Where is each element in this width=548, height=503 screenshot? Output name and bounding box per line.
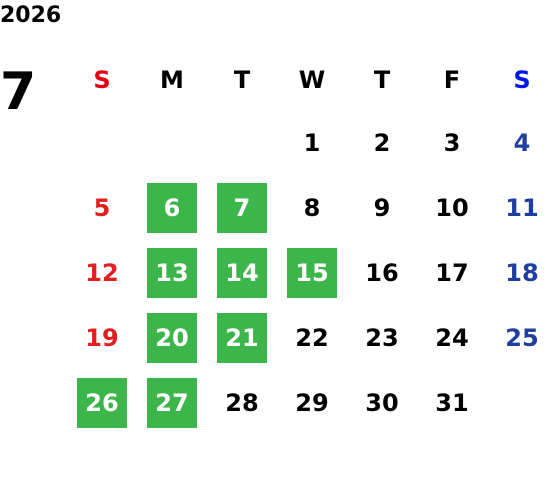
highlighted-day-number: 15 [287,247,337,298]
calendar-day-cell[interactable]: 27 [137,370,207,435]
day-number: 2 [373,128,391,157]
calendar-day-cell[interactable]: 6 [137,175,207,240]
highlighted-day-number: 13 [147,247,197,298]
highlighted-day-number: 6 [147,182,197,233]
weekday-header-wednesday: W [298,66,326,94]
day-number: 1 [303,128,321,157]
weekday-header-row: S M T W T F S [67,50,548,110]
day-number: 18 [505,258,539,287]
highlighted-day-number: 20 [147,312,197,363]
calendar-day-cell[interactable]: 21 [207,305,277,370]
weekday-header-friday: F [443,66,461,94]
day-number: 28 [225,388,259,417]
day-number: 29 [295,388,329,417]
calendar-day-cell[interactable]: 18 [487,240,548,305]
day-number: 11 [505,193,539,222]
calendar-day-cell[interactable]: 16 [347,240,417,305]
calendar-week-row: 26 27 28 29 30 31 [67,370,548,435]
calendar-day-cell[interactable]: 24 [417,305,487,370]
day-number: 5 [93,193,111,222]
day-number: 31 [435,388,469,417]
weekday-header-saturday: S [513,66,531,94]
calendar-day-cell[interactable]: 2 [347,110,417,175]
calendar-day-cell[interactable]: 26 [67,370,137,435]
day-number: 23 [365,323,399,352]
calendar-day-cell[interactable]: 13 [137,240,207,305]
calendar-day-cell[interactable]: 31 [417,370,487,435]
calendar-day-cell[interactable]: 17 [417,240,487,305]
calendar-empty-cell [137,110,207,175]
calendar-day-cell[interactable]: 11 [487,175,548,240]
day-number: 24 [435,323,469,352]
day-number: 8 [303,193,321,222]
calendar-day-cell[interactable]: 23 [347,305,417,370]
calendar-week-row: 12 13 14 15 16 17 18 [67,240,548,305]
calendar-day-cell[interactable]: 29 [277,370,347,435]
weekday-header-sunday: S [93,66,111,94]
calendar-week-row: 1 2 3 4 [67,110,548,175]
day-number: 4 [513,128,531,157]
calendar-week-row: 19 20 21 22 23 24 25 [67,305,548,370]
calendar-day-cell[interactable]: 10 [417,175,487,240]
day-number: 19 [85,323,119,352]
highlighted-day-number: 14 [217,247,267,298]
day-number [497,378,547,428]
calendar-day-cell[interactable]: 7 [207,175,277,240]
highlighted-day-number: 21 [217,312,267,363]
calendar-day-cell[interactable]: 5 [67,175,137,240]
calendar-year: 2026 [0,3,62,28]
calendar-day-cell[interactable]: 1 [277,110,347,175]
calendar-day-cell[interactable]: 14 [207,240,277,305]
day-number: 3 [443,128,461,157]
calendar-empty-cell [207,110,277,175]
highlighted-day-number: 27 [147,377,197,428]
weekday-header-monday: M [160,66,184,94]
day-number: 9 [373,193,391,222]
highlighted-day-number: 7 [217,182,267,233]
calendar-day-cell[interactable]: 8 [277,175,347,240]
day-number: 22 [295,323,329,352]
calendar-day-cell[interactable]: 30 [347,370,417,435]
day-number [77,118,127,168]
calendar-month: 7 [0,62,37,122]
calendar-empty-cell [487,370,548,435]
day-number [217,118,267,168]
calendar-day-cell[interactable]: 20 [137,305,207,370]
highlighted-day-number: 26 [77,377,127,428]
calendar-day-cell[interactable]: 3 [417,110,487,175]
calendar-day-cell[interactable]: 28 [207,370,277,435]
calendar-day-cell[interactable]: 25 [487,305,548,370]
calendar-day-cell[interactable]: 22 [277,305,347,370]
day-number: 12 [85,258,119,287]
calendar-day-cell[interactable]: 15 [277,240,347,305]
calendar-day-cell[interactable]: 4 [487,110,548,175]
calendar-day-cell[interactable]: 19 [67,305,137,370]
day-number [147,118,197,168]
day-number: 25 [505,323,539,352]
day-number: 30 [365,388,399,417]
weekday-header-tuesday: T [233,66,251,94]
weekday-header-thursday: T [373,66,391,94]
day-number: 10 [435,193,469,222]
day-number: 17 [435,258,469,287]
calendar-day-cell[interactable]: 9 [347,175,417,240]
calendar-day-cell[interactable]: 12 [67,240,137,305]
calendar-empty-cell [67,110,137,175]
day-number: 16 [365,258,399,287]
